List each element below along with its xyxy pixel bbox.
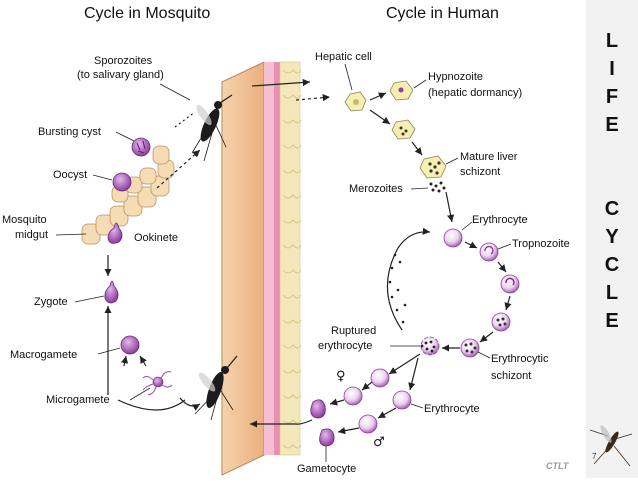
label-zygote: Zygote <box>34 296 68 308</box>
mosquito-bottom-icon <box>194 355 238 421</box>
label-ruptured-1: Ruptured <box>331 325 376 337</box>
label-hepatic-cell: Hepatic cell <box>315 51 372 63</box>
label-sporozoites: Sporozoites <box>94 55 153 67</box>
label-gametocyte: Gametocyte <box>297 463 356 475</box>
bursting-cyst-cell <box>131 137 151 157</box>
leader-erythrocyte-top <box>461 221 473 231</box>
female-erythrocyte-a <box>370 368 390 388</box>
leader-tropnozoite <box>497 243 512 250</box>
leader-merozoites <box>410 187 429 190</box>
side-letter: E <box>605 114 619 136</box>
label-erythrocytic-schizont-2: schizont <box>491 370 531 382</box>
leader-midgut <box>55 233 87 236</box>
side-letter: E <box>605 310 619 332</box>
microgamete-cell <box>142 371 173 396</box>
human-cycle-arrows <box>250 78 512 435</box>
leader-hypnozoite <box>413 79 427 89</box>
male-symbol: ♂ <box>373 435 385 450</box>
hypnozoite-icon <box>389 80 414 101</box>
label-erythrocyte-bottom: Erythrocyte <box>424 403 480 415</box>
male-gametocyte-cell <box>319 428 335 447</box>
side-panel: L I F E C Y C L E <box>586 0 638 478</box>
developing-schizont-icon <box>391 119 416 140</box>
label-mature-liver-schizont-1: Mature liver <box>460 151 518 163</box>
label-merozoites: Merozoites <box>349 183 403 195</box>
ookinete-cell <box>107 222 123 244</box>
side-letter: Y <box>605 226 619 248</box>
leader-microgamete <box>129 387 151 401</box>
diagram-canvas: Cycle in Mosquito Cycle in Human <box>2 5 570 476</box>
mature-liver-schizont-icon <box>419 155 447 179</box>
leader-hepatic-cell <box>344 63 353 91</box>
side-letter: C <box>604 254 620 276</box>
bursting-cyst-sporozoites <box>136 140 146 154</box>
watermark-logo: CTLT <box>546 461 569 471</box>
human-cycle-title: Cycle in Human <box>386 5 499 22</box>
schizont-early-cell <box>491 312 511 332</box>
side-letter: L <box>605 30 619 52</box>
trophozoite-late-cell <box>500 274 520 294</box>
trophozoite-cell <box>479 242 499 262</box>
leader-bursting-cyst <box>115 131 135 142</box>
label-bursting-cyst: Bursting cyst <box>38 126 101 138</box>
label-mature-liver-schizont-2: schizont <box>460 166 500 178</box>
side-letter: C <box>604 198 620 220</box>
leader-erythrocyte-bottom <box>410 403 424 409</box>
label-ookinete: Ookinete <box>134 232 178 244</box>
label-mosquito-midgut-2: midgut <box>15 229 48 241</box>
erythrocytic-schizont-cell <box>460 338 480 358</box>
label-erythrocyte-top: Erythrocyte <box>472 214 528 226</box>
skin-cross-section <box>221 61 302 476</box>
leader-zygote <box>74 295 105 303</box>
leader-erythrocytic-schizont <box>477 351 491 359</box>
merozoite-dots <box>429 181 446 193</box>
erythrocyte-top-cell <box>443 228 463 248</box>
side-letter: L <box>605 282 619 304</box>
male-erythrocyte-cell <box>358 414 378 434</box>
mosquito-photo-icon <box>589 425 633 467</box>
side-letter: F <box>605 86 619 108</box>
label-microgamete: Microgamete <box>46 394 110 406</box>
zygote-cell <box>104 280 119 304</box>
female-symbol: ♀ <box>336 369 346 384</box>
label-hypnozoite: Hypnozoite <box>428 71 483 83</box>
hepatic-cell-icon <box>344 91 367 112</box>
label-mosquito-midgut-1: Mosquito <box>2 214 47 226</box>
label-oocyst: Oocyst <box>53 169 87 181</box>
macrogamete-cell <box>120 335 140 355</box>
label-sporozoites-sub: (to salivary gland) <box>77 69 164 81</box>
oocyst-cell <box>112 172 132 192</box>
label-ruptured-2: erythrocyte <box>318 340 372 352</box>
mosquito-cycle-arrows <box>104 111 201 411</box>
leader-macrogamete <box>97 347 121 355</box>
leader-oocyst <box>92 174 113 181</box>
female-erythrocyte-b <box>343 386 363 406</box>
female-gametocyte-cell <box>310 399 326 419</box>
side-letter: I <box>609 58 615 80</box>
page-number: 7 <box>592 452 597 461</box>
leader-mature-liver <box>445 157 459 165</box>
label-macrogamete: Macrogamete <box>10 349 77 361</box>
label-tropnozoite: Tropnozoite <box>512 238 570 250</box>
erythrocyte-bottom-cell <box>392 390 412 410</box>
midgut-cells <box>81 145 175 245</box>
mosquito-cycle-title: Cycle in Mosquito <box>84 5 210 22</box>
label-erythrocytic-schizont-1: Erythrocytic <box>491 353 549 365</box>
leader-sporozoites <box>159 83 191 101</box>
label-hypnozoite-sub: (hepatic dormancy) <box>428 87 522 99</box>
mosquito-top-icon <box>191 94 233 162</box>
ruptured-erythrocyte-cell <box>420 336 440 356</box>
